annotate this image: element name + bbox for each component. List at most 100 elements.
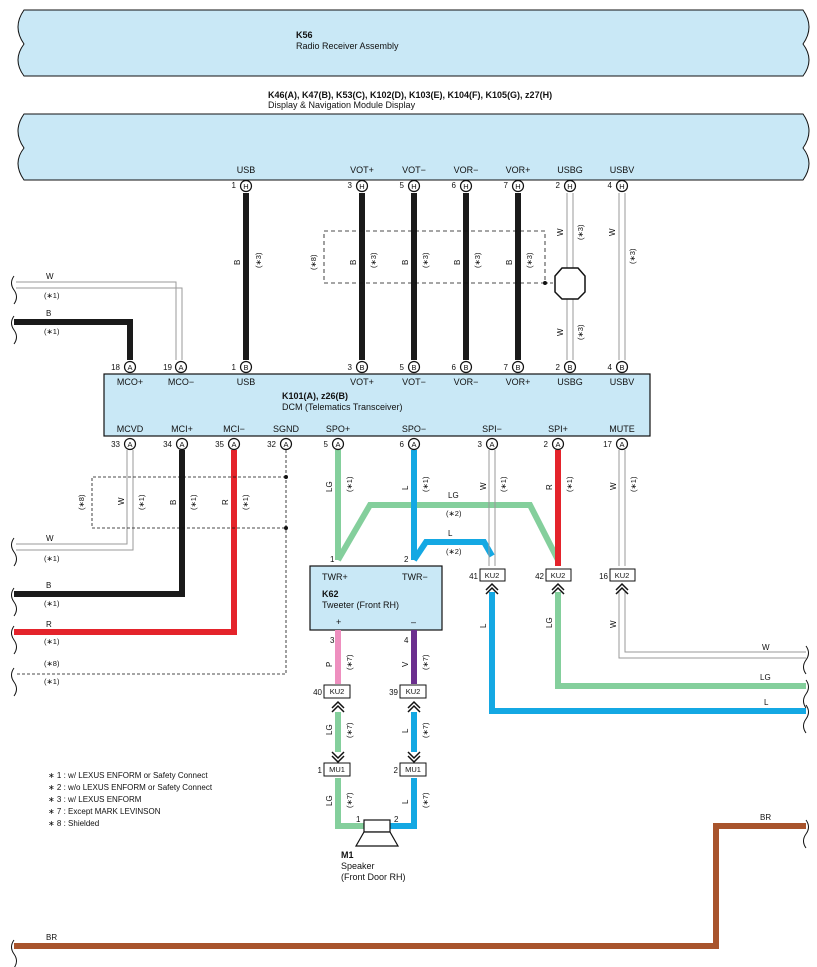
svg-text:L: L <box>401 799 410 804</box>
wires-left-top: W (∗1) B (∗1) <box>14 272 183 360</box>
svg-text:VOR−: VOR− <box>454 377 479 387</box>
svg-text:R: R <box>221 499 230 505</box>
display-pin-markers: 1 H 3 H 5 H 6 H 7 H 2 H 4 H <box>232 179 629 193</box>
svg-text:1: 1 <box>356 815 361 824</box>
svg-text:KU2: KU2 <box>330 687 345 696</box>
svg-text:(∗7): (∗7) <box>345 654 354 670</box>
svg-text:2: 2 <box>556 363 561 372</box>
svg-text:(∗3): (∗3) <box>421 252 430 268</box>
display-pin-vor-plus: VOR+ <box>506 165 531 175</box>
svg-text:4: 4 <box>608 363 613 372</box>
svg-text:M1: M1 <box>341 850 354 860</box>
svg-text:B: B <box>359 363 364 372</box>
svg-text:B: B <box>233 260 242 265</box>
svg-text:2: 2 <box>404 555 409 564</box>
svg-text:TWR+: TWR+ <box>322 572 348 582</box>
svg-text:41: 41 <box>469 572 478 581</box>
wire-labels-lower: (∗8) W (∗1) B (∗1) R (∗1) LG (∗1) L (∗1)… <box>44 476 771 707</box>
wires-tweeter-to-speaker: P (∗7) V (∗7) LG (∗7) L (∗7) LG (∗7) L (… <box>325 630 430 829</box>
svg-text:(∗1): (∗1) <box>44 291 60 300</box>
svg-text:∗ 7 : Except MARK LEVINSON: ∗ 7 : Except MARK LEVINSON <box>48 807 161 816</box>
svg-text:(∗2): (∗2) <box>446 509 462 518</box>
svg-text:B: B <box>46 581 51 590</box>
svg-text:SGND: SGND <box>273 424 300 434</box>
svg-text:LG: LG <box>545 617 554 628</box>
svg-text:(∗7): (∗7) <box>421 654 430 670</box>
svg-text:(∗7): (∗7) <box>421 792 430 808</box>
svg-text:B: B <box>505 260 514 265</box>
svg-text:(∗8): (∗8) <box>77 494 86 510</box>
svg-text:H: H <box>463 182 468 191</box>
display-pin-usb: USB <box>237 165 256 175</box>
svg-text:B: B <box>453 260 462 265</box>
svg-text:A: A <box>335 440 340 449</box>
display-pin-usbg: USBG <box>557 165 583 175</box>
svg-text:MCO−: MCO− <box>168 377 194 387</box>
svg-text:KU2: KU2 <box>615 571 630 580</box>
svg-text:VOT−: VOT− <box>402 377 426 387</box>
svg-text:A: A <box>555 440 560 449</box>
svg-text:BR: BR <box>46 933 57 942</box>
svg-text:A: A <box>619 440 624 449</box>
svg-text:(∗3): (∗3) <box>254 252 263 268</box>
k56-name: Radio Receiver Assembly <box>296 41 399 51</box>
svg-text:L: L <box>401 485 410 490</box>
svg-text:MCI+: MCI+ <box>171 424 193 434</box>
svg-text:W: W <box>46 272 54 281</box>
svg-text:(∗1): (∗1) <box>44 677 60 686</box>
svg-text:5: 5 <box>400 363 405 372</box>
svg-text:(∗3): (∗3) <box>628 248 637 264</box>
svg-text:W: W <box>479 482 488 490</box>
svg-text:(∗7): (∗7) <box>345 722 354 738</box>
svg-text:H: H <box>619 182 624 191</box>
svg-text:USBV: USBV <box>610 377 635 387</box>
svg-text:2: 2 <box>556 181 561 190</box>
svg-text:3: 3 <box>348 181 353 190</box>
svg-text:+: + <box>336 617 341 627</box>
svg-text:2: 2 <box>394 766 399 775</box>
svg-text:(∗1): (∗1) <box>44 327 60 336</box>
svg-text:MUTE: MUTE <box>609 424 635 434</box>
svg-text:H: H <box>567 182 572 191</box>
svg-text:16: 16 <box>599 572 608 581</box>
svg-text:LG: LG <box>448 491 459 500</box>
svg-text:B: B <box>243 363 248 372</box>
svg-text:SPO+: SPO+ <box>326 424 350 434</box>
svg-text:MCI−: MCI− <box>223 424 245 434</box>
svg-text:32: 32 <box>267 440 276 449</box>
svg-text:W: W <box>556 328 565 336</box>
svg-text:L: L <box>448 529 453 538</box>
svg-text:(Front Door RH): (Front Door RH) <box>341 872 406 882</box>
svg-text:KU2: KU2 <box>485 571 500 580</box>
svg-text:A: A <box>127 363 132 372</box>
wire-break-marks <box>11 275 809 967</box>
svg-text:(∗7): (∗7) <box>345 792 354 808</box>
svg-text:L: L <box>764 698 769 707</box>
svg-text:H: H <box>243 182 248 191</box>
display-pin-labels: USB VOT+ VOT− VOR− VOR+ USBG USBV <box>237 165 635 175</box>
svg-text:B: B <box>515 363 520 372</box>
svg-text:VOT+: VOT+ <box>350 377 374 387</box>
svg-text:(∗1): (∗1) <box>499 476 508 492</box>
svg-text:B: B <box>401 260 410 265</box>
display-pin-vot-plus: VOT+ <box>350 165 374 175</box>
svg-text:(∗1): (∗1) <box>137 494 146 510</box>
svg-text:R: R <box>46 620 52 629</box>
svg-text:H: H <box>411 182 416 191</box>
svg-text:34: 34 <box>163 440 172 449</box>
svg-text:A: A <box>283 440 288 449</box>
svg-text:(∗1): (∗1) <box>44 599 60 608</box>
svg-text:B: B <box>349 260 358 265</box>
svg-text:MCO+: MCO+ <box>117 377 143 387</box>
svg-text:(∗7): (∗7) <box>421 722 430 738</box>
svg-text:MU1: MU1 <box>329 765 345 774</box>
speaker-front-door-rh: 1 2 M1 Speaker (Front Door RH) <box>341 815 406 882</box>
svg-text:(∗1): (∗1) <box>345 476 354 492</box>
svg-text:33: 33 <box>111 440 120 449</box>
svg-text:–: – <box>411 617 416 627</box>
svg-text:W: W <box>608 228 617 236</box>
svg-text:(∗2): (∗2) <box>446 547 462 556</box>
display-code: K46(A), K47(B), K53(C), K102(D), K103(E)… <box>268 90 552 100</box>
svg-text:∗ 8 : Shielded: ∗ 8 : Shielded <box>48 819 99 828</box>
